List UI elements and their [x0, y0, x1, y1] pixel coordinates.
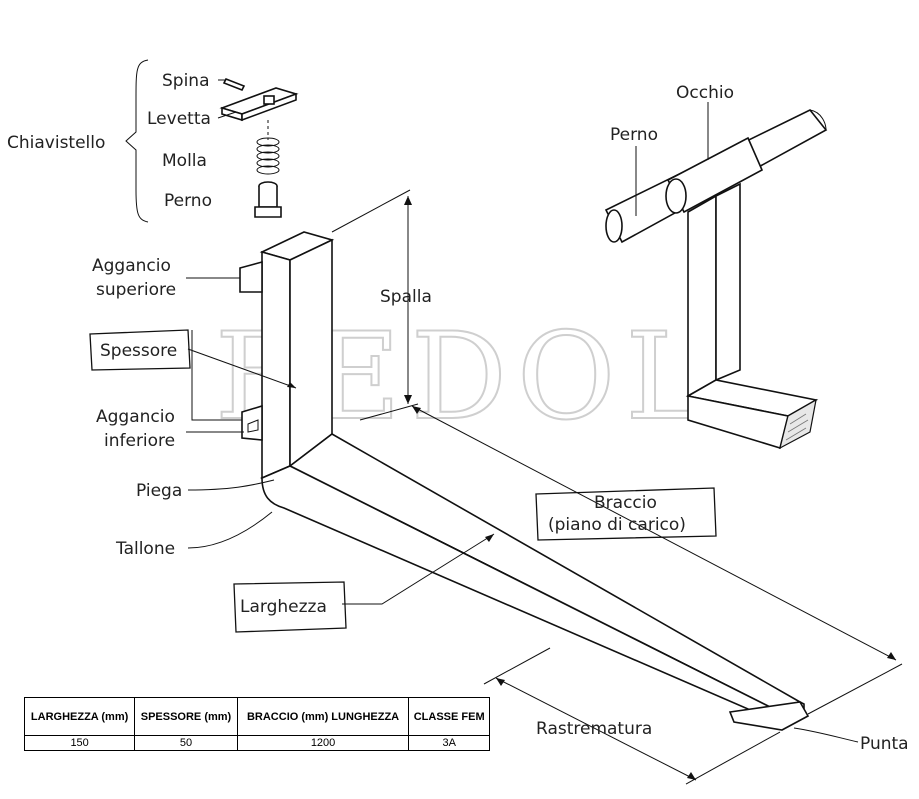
molla-label: Molla — [162, 151, 207, 171]
larghezza-box — [233, 581, 347, 633]
header-spessore: SPESSORE (mm) — [134, 697, 238, 736]
piega-label: Piega — [136, 481, 182, 501]
spalla-label: Spalla — [380, 287, 432, 307]
tallone-label: Tallone — [115, 539, 175, 559]
upper-hook — [239, 260, 263, 293]
leader-lines — [186, 79, 903, 785]
spec-table: LARGHEZZA (mm) SPESSORE (mm) BRACCIO (mm… — [23, 697, 490, 751]
header-larghezza: LARGHEZZA (mm) — [23, 697, 136, 736]
occhio-label: Occhio — [676, 83, 734, 103]
cell-spessore: 50 — [134, 735, 238, 751]
fork-body — [239, 231, 810, 731]
perno-small-label: Perno — [164, 191, 212, 211]
spessore-label: Spessore — [100, 341, 177, 361]
braccio-label-2: (piano di carico) — [548, 515, 686, 535]
braccio-label-1: Braccio — [594, 493, 657, 513]
table-row: 150 50 1200 3A — [23, 735, 490, 751]
larghezza-label: Larghezza — [240, 597, 327, 617]
perno-part — [254, 181, 282, 218]
latch-parts — [219, 77, 299, 218]
braccio-box — [535, 487, 717, 541]
header-classe-fem: CLASSE FEM — [408, 697, 490, 736]
eye-detail — [604, 108, 828, 450]
aggancio-superiore-label-2: superiore — [96, 280, 176, 300]
spina-part — [222, 77, 246, 92]
punta-label: Punta — [860, 734, 909, 754]
spessore-box — [89, 329, 191, 371]
aggancio-inferiore-label-2: inferiore — [104, 431, 175, 451]
perno-right-label: Perno — [610, 125, 658, 145]
chiavistello-brace — [125, 59, 149, 223]
levetta-label: Levetta — [147, 109, 211, 129]
cell-braccio: 1200 — [236, 735, 410, 751]
chiavistello-label: Chiavistello — [7, 133, 105, 153]
aggancio-inferiore-label-1: Aggancio — [96, 407, 175, 427]
cell-classe-fem: 3A — [408, 735, 490, 751]
fork-tip — [728, 701, 810, 731]
spina-label: Spina — [162, 71, 210, 91]
lower-hook — [241, 404, 263, 441]
molla-part — [256, 137, 280, 175]
rastrematura-label: Rastrematura — [536, 719, 652, 739]
spec-header-row: LARGHEZZA (mm) SPESSORE (mm) BRACCIO (mm… — [23, 697, 490, 736]
cell-larghezza: 150 — [23, 735, 136, 751]
header-braccio: BRACCIO (mm) LUNGHEZZA — [236, 697, 410, 736]
aggancio-superiore-label-1: Aggancio — [92, 256, 171, 276]
